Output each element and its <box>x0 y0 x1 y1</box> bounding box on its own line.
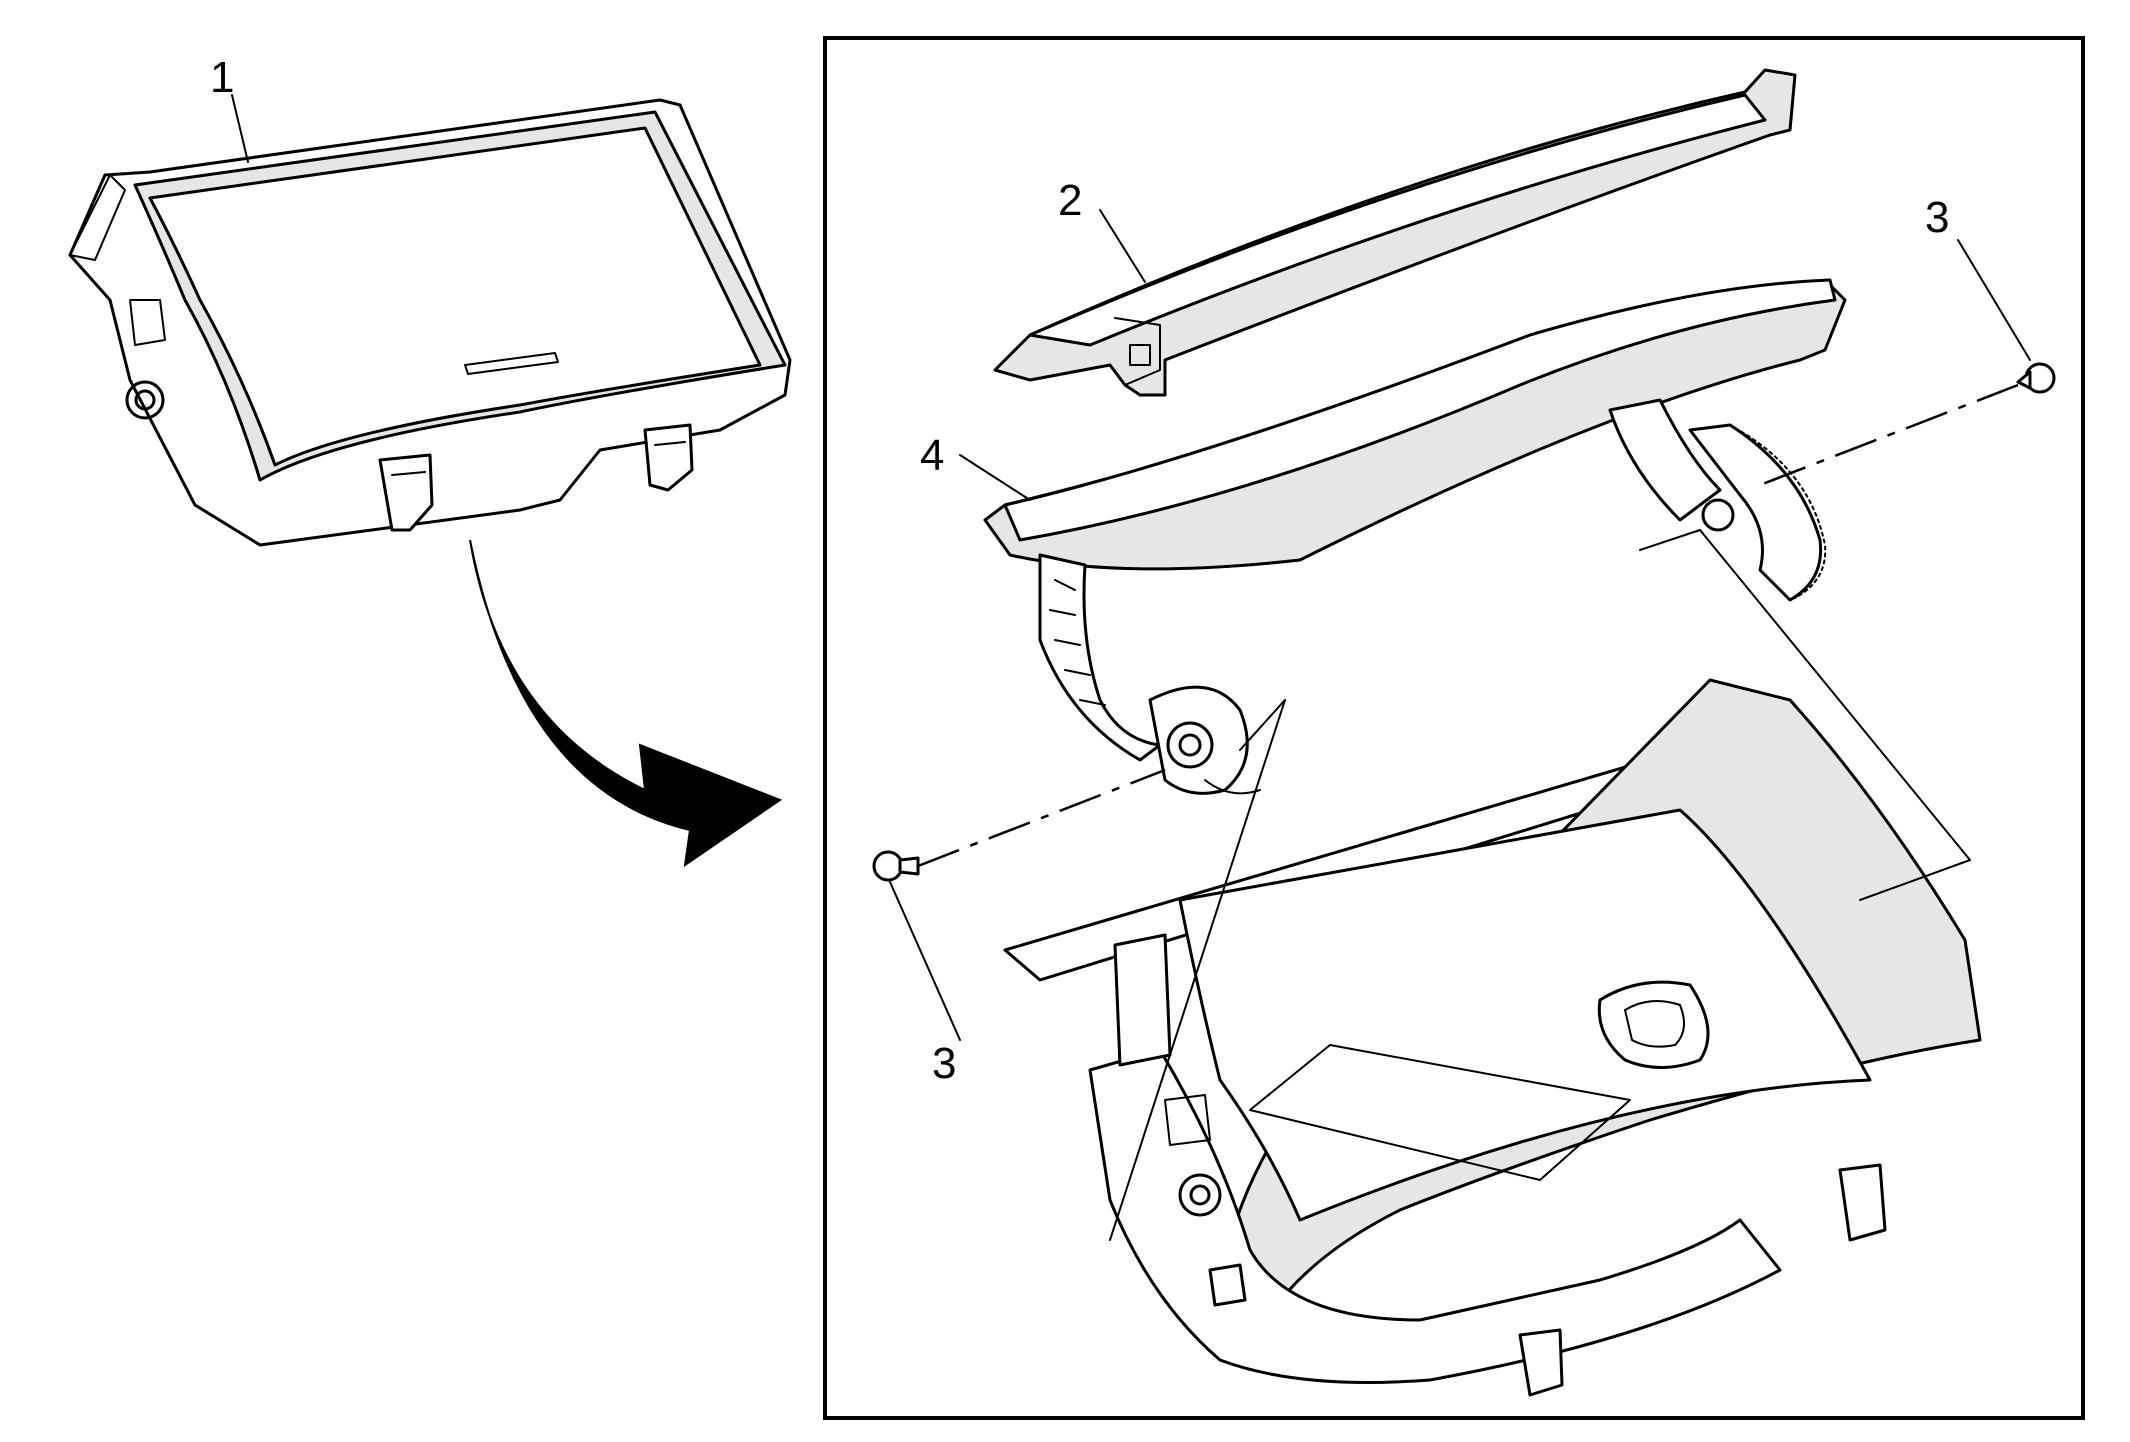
detail-frame <box>823 36 2085 1420</box>
transition-arrow <box>469 539 783 868</box>
callout-1: 1 <box>210 53 234 102</box>
callout-3-top: 3 <box>1925 193 1949 242</box>
callout-3-bottom: 3 <box>932 1039 956 1088</box>
callout-2: 2 <box>1058 176 1082 225</box>
glove-box-bin <box>1003 529 1982 1397</box>
glove-box-door: 4 <box>920 278 1847 795</box>
callout-4: 4 <box>920 431 944 480</box>
assembled-glove-box: 1 <box>68 53 792 547</box>
pivot-bolt-right: 3 <box>1759 193 2056 487</box>
door-trim: 2 <box>993 68 1797 397</box>
pivot-bolt-left: 3 <box>872 768 1166 1088</box>
